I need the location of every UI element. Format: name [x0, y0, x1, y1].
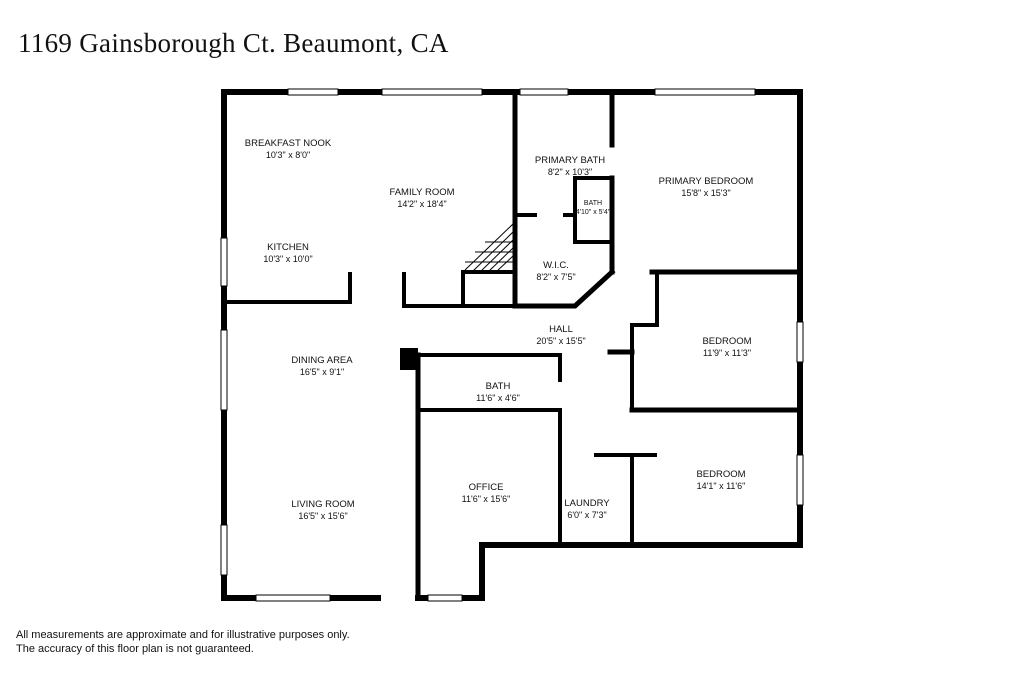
room-laundry-name: LAUNDRY — [564, 498, 610, 509]
room-primary-bedroom-size: 15'8" x 15'3" — [681, 188, 730, 198]
room-bedroom3-size: 14'1" x 11'6" — [697, 481, 746, 491]
room-living-size: 16'5" x 15'6" — [298, 511, 347, 521]
room-laundry-size: 6'0" x 7'3" — [567, 510, 606, 520]
room-office-name: OFFICE — [469, 482, 504, 493]
room-hall-bath-name: BATH — [486, 381, 511, 392]
room-kitchen-name: KITCHEN — [267, 242, 309, 253]
room-hall-name: HALL — [549, 324, 573, 335]
stairs — [464, 223, 514, 273]
room-bedroom2-size: 11'9" x 11'3" — [703, 348, 751, 358]
room-wic-size: 8'2" x 7'5" — [536, 272, 575, 282]
room-primary-bath-name: PRIMARY BATH — [535, 155, 605, 166]
room-labels: BREAKFAST NOOK 10'3" x 8'0" FAMILY ROOM … — [245, 138, 754, 521]
page-title: 1169 Gainsborough Ct. Beaumont, CA — [18, 28, 449, 58]
room-office-size: 11'6" x 15'6" — [462, 494, 511, 504]
room-kitchen-size: 10'3" x 10'0" — [263, 254, 312, 264]
disclaimer-line-2: The accuracy of this floor plan is not g… — [16, 643, 254, 655]
room-hall-size: 20'5" x 15'5" — [536, 336, 585, 346]
room-primary-bedroom-name: PRIMARY BEDROOM — [659, 176, 754, 187]
fireplace-block — [400, 348, 418, 370]
room-small-bath-name: BATH — [584, 200, 602, 207]
disclaimer: All measurements are approximate and for… — [16, 628, 350, 656]
room-dining-name: DINING AREA — [291, 355, 353, 366]
room-primary-bath-size: 8'2" x 10'3" — [548, 167, 592, 177]
room-bedroom2-name: BEDROOM — [702, 336, 751, 347]
room-small-bath-size: 4'10" x 5'4" — [576, 209, 611, 216]
room-breakfast-nook-size: 10'3" x 8'0" — [266, 150, 310, 160]
room-dining-size: 16'5" x 9'1" — [300, 367, 344, 377]
room-wic-name: W.I.C. — [543, 260, 569, 271]
room-living-name: LIVING ROOM — [291, 499, 354, 510]
room-breakfast-nook-name: BREAKFAST NOOK — [245, 138, 332, 149]
wic-wall-angled — [512, 268, 616, 309]
room-hall-bath-size: 11'6" x 4'6" — [476, 393, 520, 403]
disclaimer-line-1: All measurements are approximate and for… — [16, 629, 350, 641]
room-family-size: 14'2" x 18'4" — [397, 199, 446, 209]
windows — [220, 88, 804, 602]
room-family-name: FAMILY ROOM — [389, 187, 454, 198]
room-bedroom3-name: BEDROOM — [696, 469, 745, 480]
